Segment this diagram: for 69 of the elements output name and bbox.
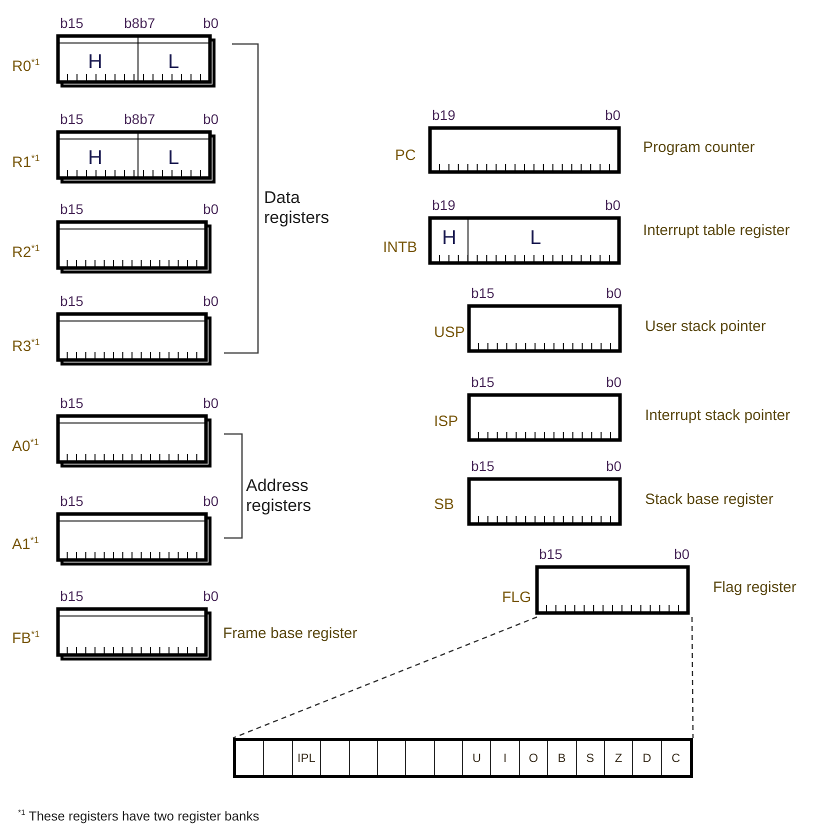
dashed-leader-line [691, 617, 694, 738]
bit-label: b0 [606, 286, 622, 300]
register-description: Interrupt stack pointer [645, 408, 790, 423]
bit-label: b15 [471, 286, 494, 300]
flag-cell: B [548, 741, 576, 775]
flag-cell: I [491, 741, 520, 775]
byte-label: H [88, 148, 102, 168]
register-description: Interrupt table register [643, 223, 790, 238]
bit-label: b19 [432, 198, 456, 212]
bit-label: b0 [674, 547, 690, 561]
bit-label: b15 [60, 202, 84, 216]
group-label: Address registers [246, 476, 312, 517]
bit-label: b15 [539, 547, 562, 561]
bit-label: b15 [60, 294, 84, 308]
bit-label: b0 [203, 294, 219, 308]
register-description: Program counter [643, 140, 755, 155]
register-name: SB [434, 497, 454, 512]
register-description: Stack base register [645, 492, 774, 507]
flag-cell: D [633, 741, 662, 775]
register-name: A1$^{*1}$ [12, 536, 39, 552]
byte-label: H [442, 228, 456, 248]
register-name: R1$^{*1}$ [12, 154, 40, 170]
register-name: FLG [502, 590, 532, 605]
bit-label: b0 [203, 396, 219, 410]
bit-label: b0 [605, 108, 621, 122]
register-name: INTB [383, 240, 418, 255]
bit-label: b0 [203, 112, 219, 126]
register-name: FB$^{*1}$ [12, 630, 40, 646]
byte-label: L [168, 52, 180, 72]
bit-label: b0 [203, 16, 219, 30]
dashed-leader-line [232, 616, 538, 739]
bit-label: b8b7 [124, 112, 156, 126]
register-description: Flag register [713, 580, 796, 595]
bit-label: b15 [60, 589, 84, 603]
register-name: A0$^{*1}$ [12, 438, 39, 454]
register-name: R2$^{*1}$ [12, 244, 40, 260]
byte-label: H [88, 52, 102, 72]
bit-label: b0 [203, 494, 219, 508]
bit-label: b15 [60, 112, 84, 126]
register-name: PC [395, 148, 416, 163]
bit-label: b19 [432, 108, 456, 122]
bit-label: b15 [60, 16, 84, 30]
bit-label: b15 [471, 459, 494, 473]
register-name: ISP [434, 414, 458, 429]
register-description: User stack pointer [645, 319, 766, 334]
flag-cell: S [576, 741, 605, 775]
register-name: USP [434, 325, 465, 340]
byte-label: L [168, 148, 180, 168]
bit-label: b15 [60, 494, 84, 508]
bit-label: b15 [60, 396, 84, 410]
bit-label: b0 [605, 198, 621, 212]
bit-label: b0 [606, 375, 622, 389]
flag-cell: O [520, 741, 548, 775]
flag-cell: U [463, 741, 492, 775]
bit-label: b0 [606, 459, 622, 473]
flag-cell: Z [604, 741, 634, 775]
register-name: R0$^{*1}$ [12, 58, 40, 74]
flag-bit-row [233, 738, 693, 778]
bit-label: b0 [203, 202, 219, 216]
bit-label: b15 [471, 375, 494, 389]
flag-cell: IPL [292, 741, 322, 775]
bit-label: b0 [203, 589, 219, 603]
footnote: $^{*1}$ These registers have two register banks [18, 808, 260, 824]
flag-cell-text: C [670, 750, 682, 767]
byte-label: L [530, 228, 542, 248]
group-label: Data registers [264, 188, 330, 229]
register-description: Frame base register [223, 626, 358, 641]
bit-label: b8b7 [124, 16, 156, 30]
register-name: R3$^{*1}$ [12, 338, 40, 354]
